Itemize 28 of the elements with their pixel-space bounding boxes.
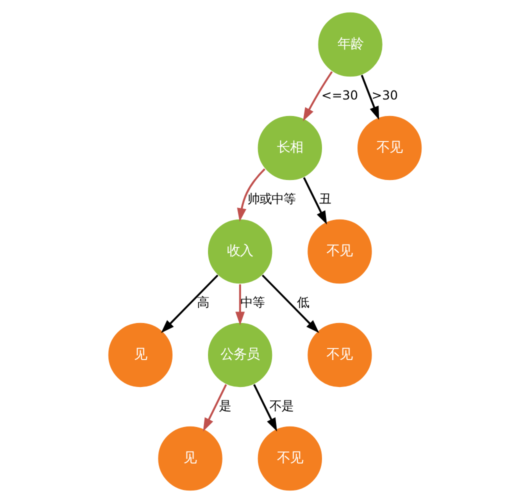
- node-circle: 不见: [306, 322, 372, 388]
- edge-label: 是: [218, 398, 231, 414]
- arrow: [302, 177, 326, 224]
- edge-label: 低: [296, 294, 308, 310]
- arrow: [360, 74, 379, 120]
- node-circle: 见: [156, 425, 223, 492]
- arrow: [302, 71, 332, 122]
- node-circle: 不见: [356, 114, 422, 182]
- node-circle: 年龄: [316, 11, 383, 78]
- arrow: [261, 274, 319, 334]
- edge-label: 不是: [268, 398, 293, 414]
- edge-label: 帅或中等: [247, 191, 296, 206]
- node-circle: 公务员: [206, 322, 273, 388]
- edge-label: 高: [196, 294, 209, 310]
- arrow: [236, 168, 265, 222]
- arrow: [252, 384, 277, 432]
- node-circle: 见: [106, 322, 173, 388]
- edge-label: <=30: [320, 88, 358, 103]
- edge-label: 中等: [240, 294, 264, 310]
- edge-label: 丑: [318, 191, 330, 206]
- node-circle: 长相: [256, 114, 322, 182]
- node-circle: 收入: [206, 218, 273, 285]
- arrow: [234, 284, 244, 326]
- node-circle: 不见: [256, 425, 322, 492]
- arrow: [202, 384, 226, 432]
- edge-label: >30: [371, 88, 398, 103]
- arrow: [160, 274, 218, 334]
- node-circle: 不见: [306, 218, 372, 285]
